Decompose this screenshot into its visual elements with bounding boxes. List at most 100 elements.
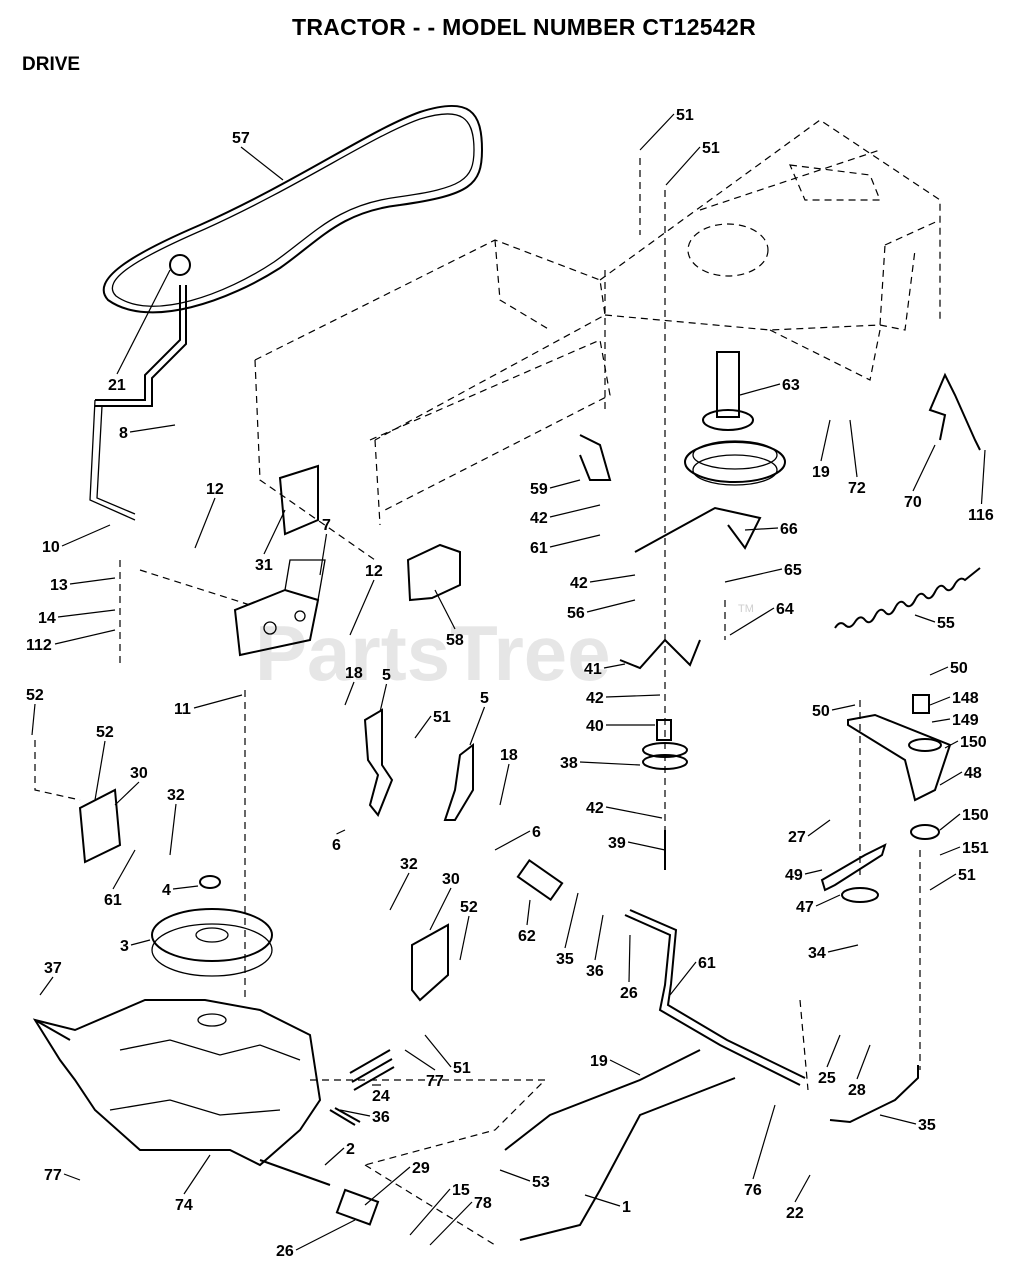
callout-leader: [856, 1044, 871, 1080]
spring-25: [349, 1049, 395, 1091]
sleeve-62: [516, 858, 564, 902]
callout-number: 50: [950, 660, 968, 677]
callout-2: 2: [324, 1141, 355, 1166]
callout-number: 62: [518, 928, 536, 945]
callout-number: 52: [460, 899, 478, 916]
spring-55: [834, 567, 981, 629]
callout-34: 34: [808, 944, 859, 962]
callout-58: 58: [434, 589, 464, 649]
callout-number: 50: [812, 703, 830, 720]
callout-leader: [669, 961, 697, 996]
callout-leader: [172, 885, 199, 890]
callout-number: 37: [44, 960, 62, 977]
callout-51: 51: [929, 867, 976, 891]
callout-leader: [912, 444, 936, 492]
callout-leader: [389, 872, 410, 911]
callout-151: 151: [939, 840, 989, 857]
callout-number: 61: [530, 540, 548, 557]
callout-leader: [939, 846, 961, 856]
callout-74: 74: [175, 1154, 211, 1214]
callout-number: 10: [42, 539, 60, 556]
callout-number: 51: [453, 1060, 471, 1077]
callout-leader: [665, 146, 701, 186]
callout-number: 12: [206, 481, 224, 498]
callout-number: 148: [952, 690, 979, 707]
callout-3: 3: [120, 938, 151, 955]
callout-29: 29: [364, 1160, 430, 1206]
callout-leader: [61, 524, 111, 547]
callout-number: 47: [796, 899, 814, 916]
callout-number: 61: [698, 955, 716, 972]
callout-42: 42: [530, 504, 601, 527]
callout-number: 6: [532, 824, 541, 841]
callout-number: 26: [620, 985, 638, 1002]
callout-42: 42: [586, 690, 661, 707]
callout-42: 42: [570, 574, 636, 592]
callout-number: 30: [442, 871, 460, 888]
callout-number: 78: [474, 1195, 492, 1212]
callout-7: 7: [319, 517, 331, 576]
callout-number: 14: [38, 610, 56, 627]
bracket-30-left: [78, 788, 122, 864]
link-70: [928, 372, 981, 451]
callout-number: 49: [785, 867, 803, 884]
callout-number: 51: [433, 709, 451, 726]
callout-number: 6: [332, 837, 341, 854]
watermark: PartsTree: [255, 609, 611, 697]
callout-number: 11: [174, 701, 191, 718]
callout-number: 18: [500, 747, 518, 764]
callout-15: 15: [409, 1182, 470, 1236]
callout-leader: [579, 761, 641, 766]
callout-number: 32: [400, 856, 418, 873]
callout-number: 28: [848, 1082, 866, 1099]
callout-leader: [494, 830, 531, 851]
callout-leader: [739, 383, 781, 396]
callout-35: 35: [879, 1114, 936, 1134]
callout-leader: [94, 740, 106, 801]
bracket-58: [406, 543, 461, 602]
callout-30: 30: [429, 871, 460, 931]
callout-number: 57: [232, 130, 250, 147]
callout-leader: [820, 419, 831, 462]
callout-number: 77: [426, 1073, 444, 1090]
callout-number: 13: [50, 577, 68, 594]
pulley-150-bottom: [910, 824, 940, 840]
callout-leader: [879, 1114, 917, 1125]
callout-number: 8: [119, 425, 128, 442]
callout-number: 52: [26, 687, 44, 704]
callout-leader: [929, 666, 949, 676]
callout-leader: [404, 1049, 436, 1071]
callout-number: 4: [162, 882, 171, 899]
callout-leader: [914, 614, 936, 623]
callout-leader: [724, 568, 783, 583]
callout-51: 51: [424, 1034, 471, 1077]
callout-5: 5: [469, 690, 489, 746]
bracket-30-right: [411, 923, 449, 1002]
callout-leader: [429, 1201, 473, 1246]
callout-leader: [609, 1059, 641, 1076]
callout-52: 52: [94, 724, 114, 801]
shift-lever: [89, 254, 191, 521]
callout-number: 27: [788, 829, 806, 846]
callout-leader: [112, 849, 136, 890]
callout-number: 26: [276, 1243, 294, 1260]
callout-61: 61: [530, 534, 601, 557]
callout-66: 66: [744, 521, 798, 538]
callout-63: 63: [739, 377, 800, 396]
callout-42: 42: [586, 800, 663, 819]
callout-37: 37: [39, 960, 62, 996]
callout-number: 66: [780, 521, 798, 538]
callout-24: 24: [372, 1084, 390, 1105]
callout-leader: [364, 1166, 411, 1206]
callout-50: 50: [812, 703, 856, 720]
callout-leader: [807, 819, 831, 837]
callout-leader: [929, 873, 957, 891]
callout-leader: [469, 706, 486, 746]
callout-14: 14: [38, 609, 116, 627]
callout-148: 148: [929, 690, 979, 707]
callout-leader: [944, 740, 959, 749]
callout-number: 42: [586, 690, 604, 707]
callout-30: 30: [114, 765, 148, 806]
callout-leader: [31, 703, 36, 736]
